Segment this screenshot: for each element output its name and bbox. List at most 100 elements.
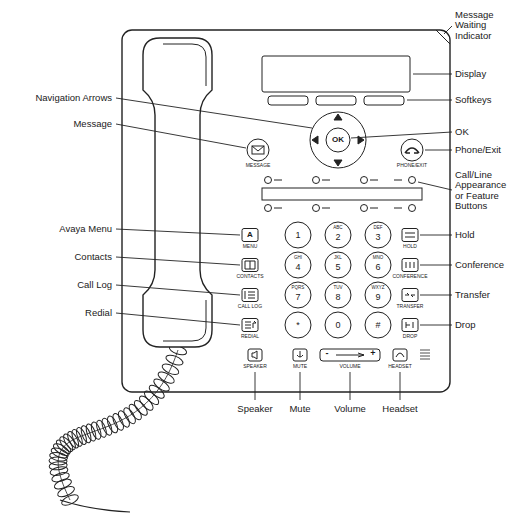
bottom-keys — [336, 353, 364, 357]
line-appearance-buttons — [361, 205, 368, 212]
bottom-keys — [396, 353, 404, 357]
leader-lines — [116, 229, 240, 235]
callout-label: Drop — [455, 320, 476, 330]
leader-lines — [418, 182, 452, 190]
message-button — [252, 146, 264, 154]
keypad-keys — [285, 282, 311, 308]
leader-lines — [350, 372, 351, 400]
display-screen — [262, 56, 410, 92]
bottom-keys — [393, 349, 407, 361]
callout-label: Transfer — [455, 290, 490, 300]
leader-lines — [420, 295, 452, 296]
key-digit: 6 — [375, 263, 380, 273]
coil-cord — [51, 471, 71, 484]
callout-label: Call/Line Appearance or Feature Buttons — [455, 170, 509, 212]
navigation-ring — [310, 112, 366, 168]
right-feature-keys — [402, 259, 418, 272]
key-symbol: - — [326, 349, 329, 359]
right-feature-keys — [406, 322, 413, 328]
coil-cord — [100, 417, 114, 437]
leader-lines — [420, 235, 452, 236]
left-feature-keys — [242, 289, 258, 302]
callout-label: Softkeys — [455, 95, 491, 105]
key-letters: ABC — [333, 226, 342, 231]
key-caption: CONFERENCE — [392, 274, 427, 280]
right-feature-keys — [406, 262, 414, 268]
key-caption: CALL LOG — [238, 304, 262, 310]
key-caption: REDIAL — [241, 334, 259, 340]
bottom-keys — [293, 349, 307, 361]
phone-body — [122, 30, 450, 392]
callout-label: Contacts — [75, 252, 113, 262]
phone-body — [436, 30, 450, 44]
left-feature-keys — [242, 229, 258, 332]
key-caption: HOLD — [403, 244, 417, 250]
left-feature-keys — [242, 259, 258, 272]
key-caption: TRANSFER — [397, 304, 424, 310]
coil-cord — [105, 415, 119, 435]
line-appearance-buttons — [265, 177, 272, 184]
handset — [163, 300, 206, 341]
line-appearance-buttons — [361, 177, 368, 184]
key-digit: 5 — [335, 263, 340, 273]
key-caption: VOLUME — [339, 364, 360, 370]
handset — [143, 38, 212, 347]
right-feature-keys — [402, 319, 418, 332]
softkeys — [316, 96, 356, 105]
keypad-keys — [365, 282, 391, 308]
line-appearance-buttons — [274, 208, 282, 209]
key-letters: PQRS — [292, 286, 305, 291]
keypad-keys — [365, 222, 391, 248]
softkeys — [268, 96, 308, 105]
callout-label: Volume — [334, 404, 366, 414]
leader-lines — [420, 325, 452, 326]
leader-lines — [400, 372, 401, 400]
key-caption: DROP — [403, 334, 417, 340]
leader-lines — [116, 124, 246, 148]
callout-label: Headset — [382, 404, 417, 414]
line-appearance-buttons — [265, 205, 272, 212]
softkeys — [268, 96, 404, 105]
key-digit: 1 — [295, 231, 300, 241]
handset — [143, 38, 212, 347]
key-digit: 8 — [335, 293, 340, 303]
keypad-keys — [325, 252, 351, 278]
key-caption: MUTE — [293, 364, 307, 370]
phone-exit-button — [401, 139, 423, 161]
line-appearance-buttons — [394, 208, 402, 209]
message-button — [247, 139, 269, 161]
coil-cord — [56, 484, 76, 499]
leader-lines — [300, 372, 301, 400]
display-screen — [262, 56, 410, 92]
phone-exit-button — [401, 139, 423, 161]
right-feature-keys — [402, 229, 418, 242]
callout-label: Hold — [455, 230, 475, 240]
leader-lines — [413, 74, 452, 75]
keypad-keys — [325, 222, 351, 248]
left-feature-keys — [245, 261, 255, 269]
key-symbol: OK — [332, 136, 344, 145]
softkeys — [364, 96, 404, 105]
callout-label: Message Waiting Indicator — [455, 10, 509, 41]
line-appearance-buttons — [274, 180, 282, 181]
coil-cord — [49, 465, 68, 477]
key-digit: # — [375, 321, 380, 331]
navigation-ring — [326, 128, 350, 152]
leader-lines — [116, 285, 240, 295]
key-caption: MESSAGE — [246, 163, 271, 169]
navigation-ring — [312, 114, 364, 166]
keypad-keys — [325, 312, 351, 338]
leader-lines — [444, 26, 452, 34]
line-appearance-buttons — [322, 208, 330, 209]
coil-cord — [49, 343, 188, 512]
leader-lines — [425, 150, 452, 151]
callout-label: Call Log — [77, 280, 112, 290]
key-caption: MENU — [243, 244, 258, 250]
callout-label: OK — [455, 127, 469, 137]
coil-cord — [49, 461, 68, 471]
key-symbol: A — [247, 231, 253, 240]
key-letters: MNO — [373, 256, 384, 261]
keypad-keys — [325, 282, 351, 308]
left-feature-keys — [242, 229, 258, 242]
bottom-keys — [252, 351, 257, 359]
